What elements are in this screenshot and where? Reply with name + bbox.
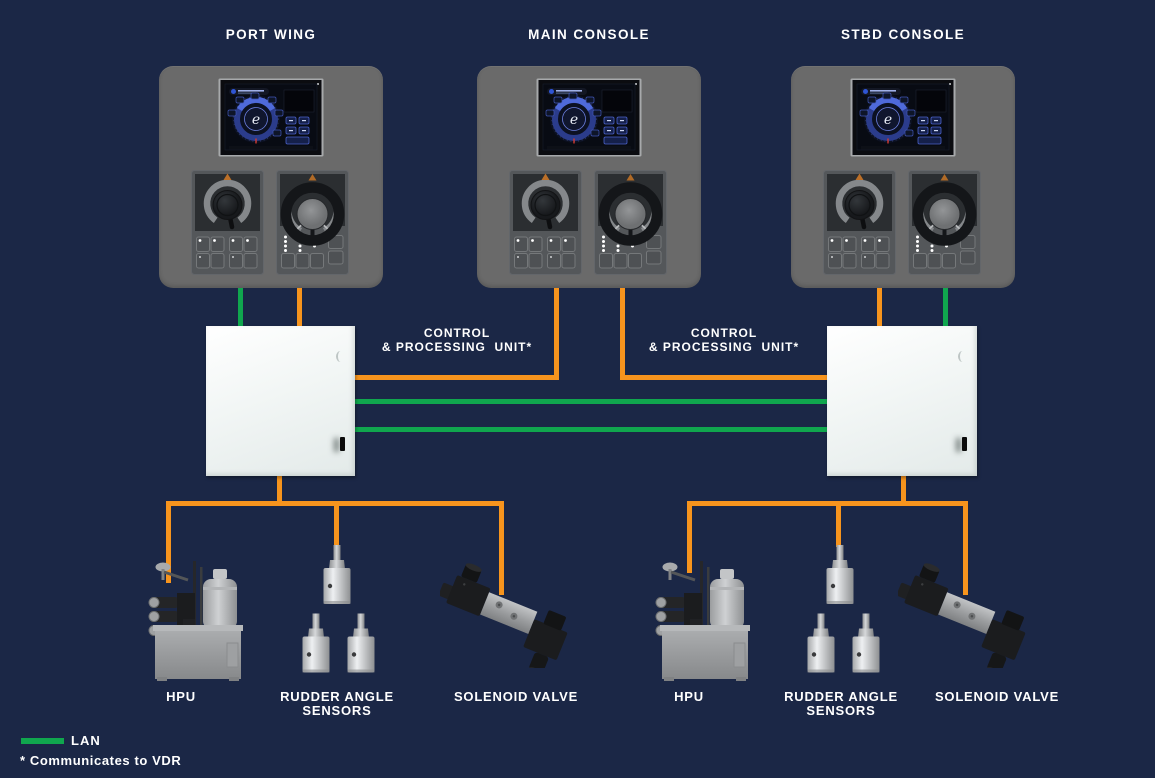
solenoid-valve-right — [898, 563, 1026, 668]
sensors-right-label: RUDDER ANGLE SENSORS — [766, 690, 916, 717]
rudder-sensor-right-top — [826, 545, 854, 604]
signal-cable-right-hpu — [687, 501, 692, 573]
signal-cable-left-hpu — [166, 501, 171, 583]
signal-cable-right-sensors — [836, 501, 841, 547]
signal-cable-right-valve — [963, 501, 968, 595]
hpu-right — [655, 561, 750, 681]
cpu-unit-1-label: CONTROL & PROCESSING UNIT* — [352, 326, 562, 354]
screen-logo-e: e — [884, 112, 892, 128]
rudder-sensor-left-br — [347, 613, 375, 673]
cpu-unit-2 — [827, 326, 977, 476]
valve-right-label: SOLENOID VALVE — [934, 689, 1060, 704]
signal-bus-right — [687, 501, 968, 506]
signal-cable-cpu2-down — [901, 476, 906, 506]
solenoid-valve-left — [440, 563, 568, 668]
lan-cable-stbd-drop — [943, 288, 948, 328]
signal-cable-left-valve — [499, 501, 504, 595]
rudder-sensor-left-bl — [302, 613, 330, 673]
hpu-right-label: HPU — [674, 689, 704, 704]
cabinet-keyhole — [958, 351, 967, 362]
hpu-left — [148, 561, 243, 681]
fu-dial-panel — [191, 170, 264, 275]
signal-cable-stbd-drop — [877, 288, 882, 328]
port-wing-console: e — [159, 66, 383, 288]
helm-wheel-panel — [276, 170, 349, 275]
cpu-label-line2: & PROCESSING UNIT* — [381, 339, 533, 354]
rudder-sensor-left-top — [323, 545, 351, 604]
port-wing-title: PORT WING — [225, 27, 317, 42]
cpu-unit-1 — [206, 326, 355, 476]
hpu-left-label: HPU — [166, 689, 196, 704]
valve-left-label: SOLENOID VALVE — [453, 689, 579, 704]
screen-logo-e: e — [252, 112, 260, 128]
stbd-console-title: STBD CONSOLE — [840, 27, 966, 42]
cpu-unit-2-label: CONTROL & PROCESSING UNIT* — [619, 326, 829, 354]
lan-trunk-line-1 — [355, 399, 827, 404]
cabinet-handle — [962, 437, 967, 451]
stbd-console: e — [791, 66, 1015, 288]
signal-cable-port-drop — [297, 288, 302, 328]
lan-trunk-line-2 — [355, 427, 827, 432]
signal-cable-main-left-drop — [554, 288, 559, 380]
cpu-label-line2: & PROCESSING UNIT* — [648, 339, 800, 354]
helm-wheel-panel — [594, 170, 667, 275]
console-display: e — [536, 78, 642, 157]
cabinet-handle — [340, 437, 345, 451]
rudder-sensor-right-br — [852, 613, 880, 673]
helm-wheel-panel — [908, 170, 981, 275]
fu-dial-panel — [509, 170, 582, 275]
signal-cable-main-to-cpu2 — [620, 375, 827, 380]
sensors-label-line2: SENSORS — [806, 702, 876, 718]
console-display: e — [850, 78, 956, 157]
cpu-label-line1: CONTROL — [423, 326, 491, 340]
main-console-title: MAIN CONSOLE — [528, 27, 650, 42]
sensors-label-line1: RUDDER ANGLE — [280, 689, 394, 704]
rudder-sensor-right-bl — [807, 613, 835, 673]
lan-cable-port-drop — [238, 288, 243, 328]
signal-cable-cpu1-down — [277, 476, 282, 506]
signal-cable-main-right-drop — [620, 288, 625, 380]
sensors-label-line1: RUDDER ANGLE — [784, 689, 898, 704]
fu-dial-panel — [823, 170, 896, 275]
cpu-label-line1: CONTROL — [690, 326, 758, 340]
sensors-label-line2: SENSORS — [302, 702, 372, 718]
lan-legend-label: LAN — [71, 733, 101, 748]
main-console: e — [477, 66, 701, 288]
vdr-footnote: * Communicates to VDR — [20, 753, 182, 768]
console-display: e — [218, 78, 324, 157]
cabinet-keyhole — [336, 351, 345, 362]
screen-logo-e: e — [570, 112, 578, 128]
sensors-left-label: RUDDER ANGLE SENSORS — [262, 690, 412, 717]
signal-cable-main-to-cpu1 — [355, 375, 559, 380]
signal-cable-left-sensors — [334, 501, 339, 547]
lan-legend-swatch — [21, 738, 64, 744]
